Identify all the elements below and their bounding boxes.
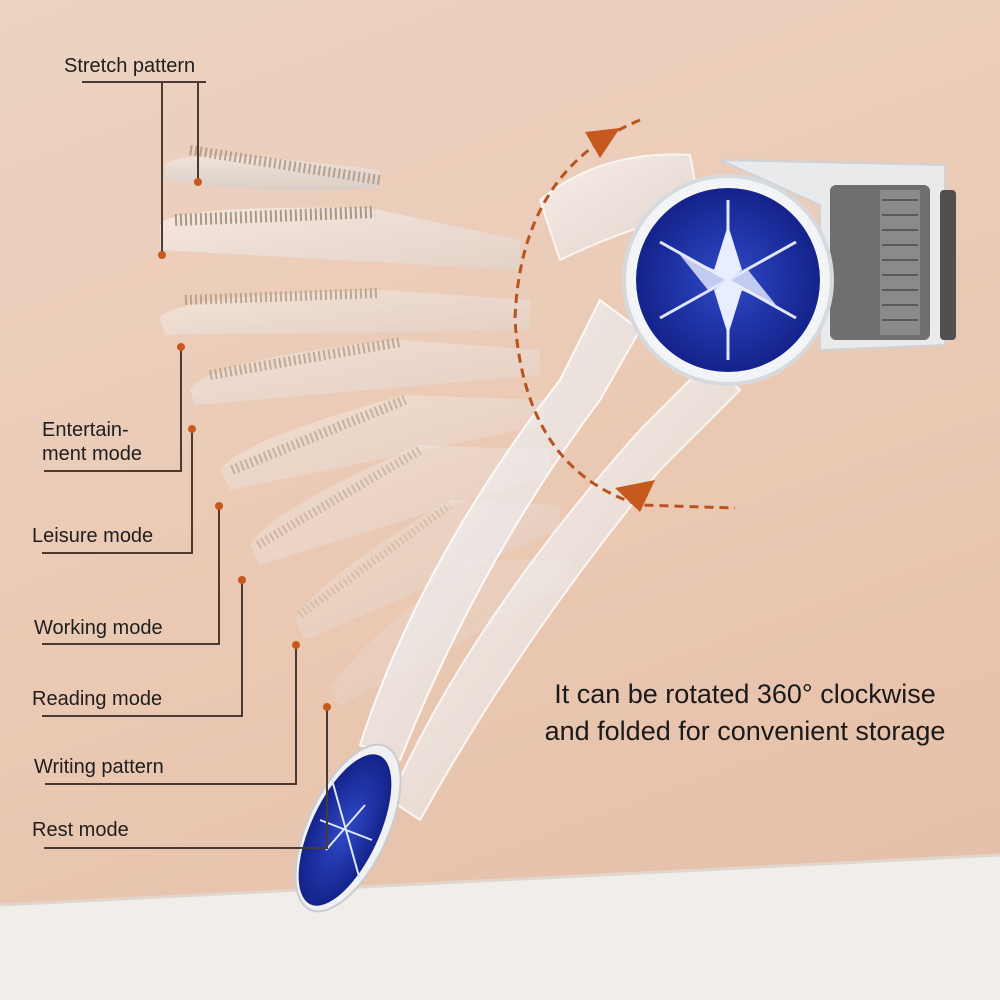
ghost-reading [250, 445, 550, 565]
marker-dot [188, 425, 196, 433]
hub-main [622, 174, 834, 386]
marker-dot [194, 178, 202, 186]
marker-dot [177, 343, 185, 351]
ghost-working [220, 395, 545, 490]
label-working-mode: Working mode [34, 617, 163, 639]
leader-lines [42, 81, 328, 849]
label-leisure-mode: Leisure mode [32, 525, 154, 547]
label-writing-pattern: Writing pattern [34, 756, 164, 778]
marker-dot [215, 502, 223, 510]
leader-entertainment [44, 347, 182, 472]
label-entertainment-mode: Entertain- ment mode [42, 419, 143, 465]
caption-line-2: and folded for convenient storage [544, 716, 946, 746]
ghost-stretch-upper [165, 145, 381, 191]
table-edge [0, 853, 1000, 907]
marker-dots [158, 178, 331, 711]
label-stretch-pattern: Stretch pattern [64, 55, 196, 77]
snowflake-icon [659, 200, 797, 360]
rotation-caption: It can be rotated 360° clockwise and fol… [500, 676, 990, 750]
marker-dot [158, 251, 166, 259]
label-rest-mode: Rest mode [32, 819, 129, 841]
caption-line-1: It can be rotated 360° clockwise [554, 679, 936, 709]
label-reading-mode: Reading mode [32, 688, 163, 710]
leader-reading [42, 580, 243, 717]
rotation-arrow-head-bottom [615, 480, 655, 512]
marker-dot [292, 641, 300, 649]
rotation-arrow-icon [513, 118, 736, 510]
rotation-arrow-head-top [585, 128, 620, 158]
table-surface [0, 855, 1000, 1000]
hub-bottom [294, 743, 402, 913]
strap [719, 159, 956, 352]
stand-arms [358, 153, 742, 822]
ghost-leisure [190, 337, 540, 405]
leader-leisure [42, 429, 193, 554]
ghost-entertainment [160, 288, 530, 335]
leader-working [42, 506, 220, 645]
leader-rest [44, 707, 328, 849]
snowflake-icon [319, 779, 373, 881]
ghost-stretch-lower [160, 206, 520, 270]
leader-writing [45, 645, 297, 785]
marker-dot [323, 703, 331, 711]
marker-dot [238, 576, 246, 584]
